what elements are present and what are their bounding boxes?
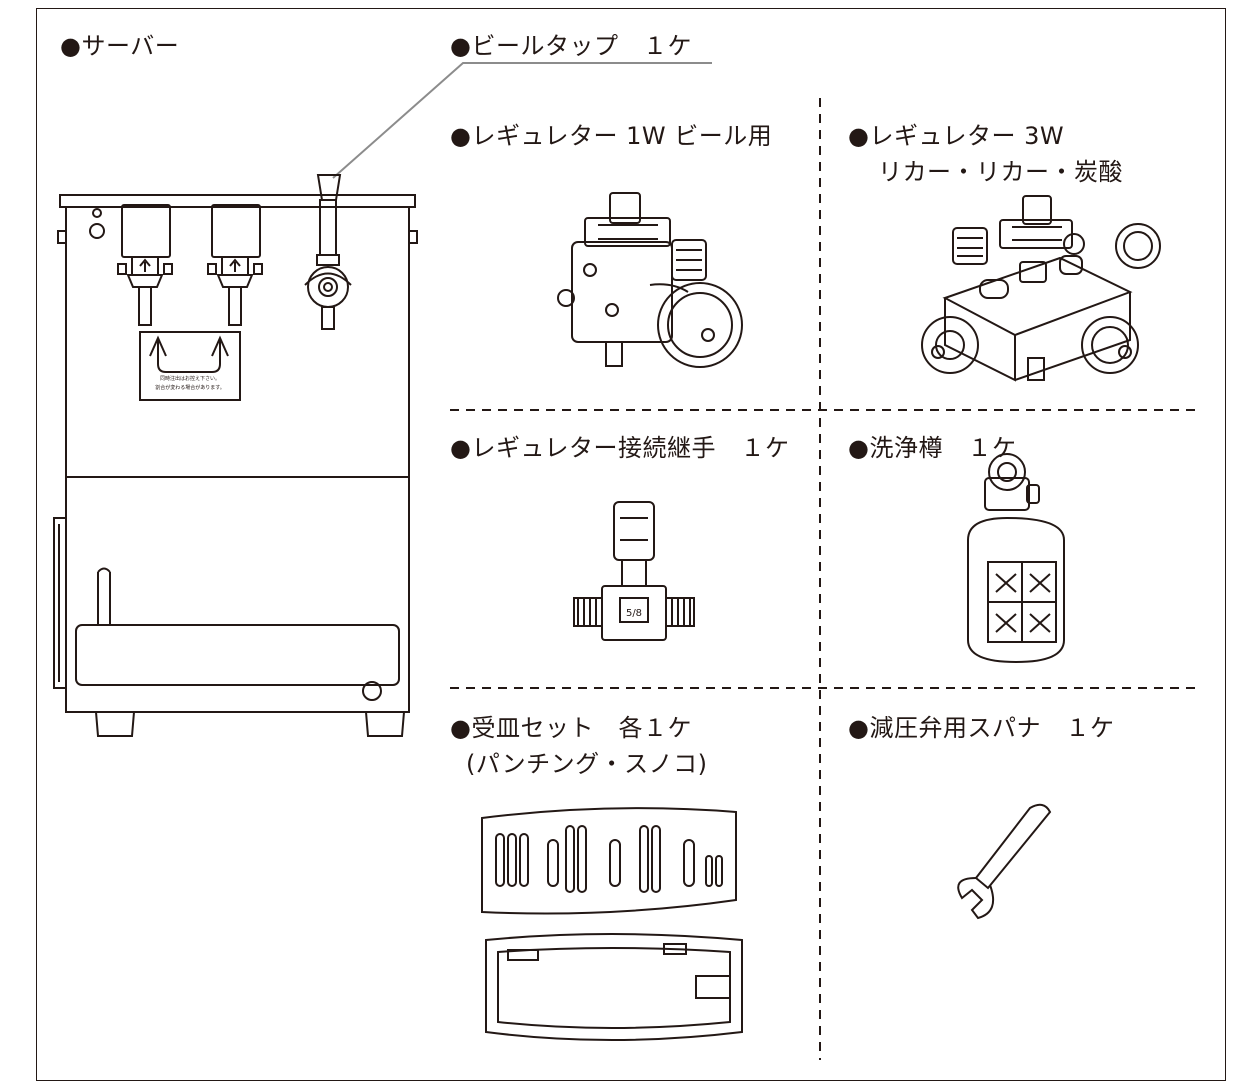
server-illustration [53,174,418,737]
server-panel-text-1: 同時注出はお控え下さい。 [160,375,220,382]
label-drip-tray-line1: ●受皿セット 各１ケ [450,714,692,742]
section-dividers [450,98,1200,1060]
label-drip-tray-line2: (パンチング・スノコ) [466,750,708,778]
label-server: ●サーバー [60,32,180,60]
fitting-marking: 5/8 [626,608,642,619]
label-spanner: ●減圧弁用スパナ １ケ [848,714,1115,742]
wash-keg-illustration [967,453,1065,664]
regulator-3w-illustration [921,195,1161,382]
beer-tap-leader-line [332,62,712,179]
label-regulator-1w: ●レギュレター 1W ビール用 [450,122,773,150]
label-regulator-joint: ●レギュレター接続継手 １ケ [450,434,790,462]
drip-tray-illustration [481,807,743,1041]
spanner-illustration [957,803,1052,920]
label-wash-keg: ●洗浄樽 １ケ [848,434,1017,462]
label-regulator-3w-line2: リカー・リカー・炭酸 [878,158,1123,186]
regulator-1w-illustration [557,192,743,368]
server-panel-text-2: 割合が変わる場合があります。 [155,384,225,391]
regulator-joint-illustration [573,501,695,641]
diagram-frame [36,8,1226,1081]
label-regulator-3w-line1: ●レギュレター 3W [848,122,1065,150]
label-beer-tap: ●ビールタップ １ケ [450,32,692,60]
